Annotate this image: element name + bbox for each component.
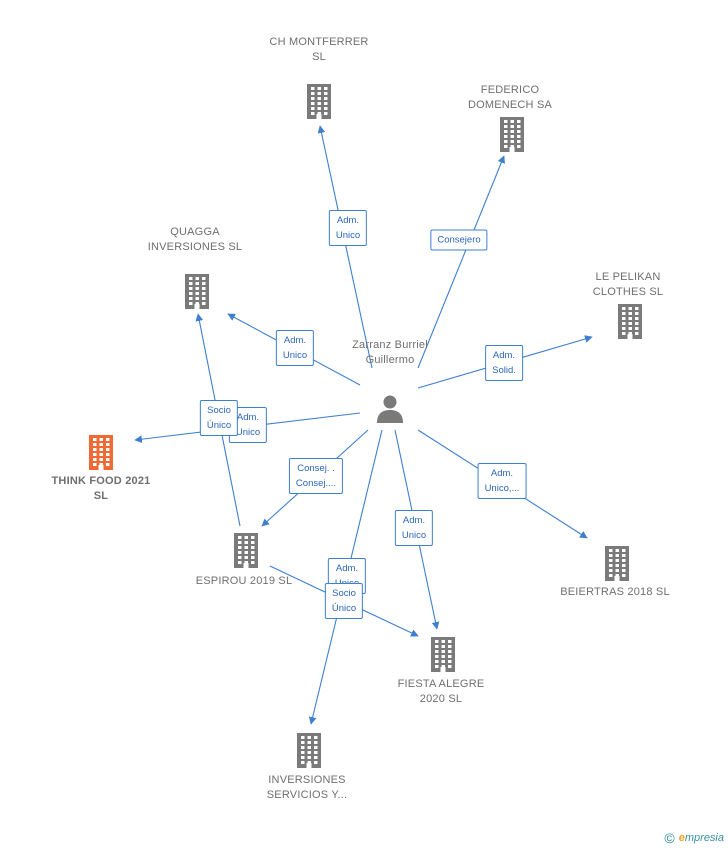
building-icon[interactable] xyxy=(86,434,116,470)
edge-label-line: Consej.... xyxy=(295,478,337,489)
edge-label-line: Único xyxy=(331,603,357,614)
edge-label-line: Adm. xyxy=(402,515,426,526)
building-icon[interactable] xyxy=(304,83,334,119)
brand-initial: e xyxy=(678,832,685,844)
edge-label-line: Adm. xyxy=(236,412,260,423)
edge-center-ch xyxy=(317,125,373,369)
edge-label-line: Socio xyxy=(332,588,356,599)
edge-label-line: Consejero xyxy=(437,234,481,246)
edge-label-line: Adm. xyxy=(283,335,307,346)
company-label-beiertras[interactable]: BEIERTRAS 2018 SL xyxy=(560,586,670,598)
building-icon[interactable] xyxy=(615,303,645,339)
footer-brand[interactable]: © empresia xyxy=(664,830,724,846)
building-icon[interactable] xyxy=(497,116,527,152)
edge-label-center-ch[interactable]: Adm. Unico xyxy=(328,210,368,246)
edge-label-line: Unico xyxy=(235,427,261,438)
edge-label-line: Adm. xyxy=(492,350,516,361)
edge-label-line: Socio xyxy=(207,405,231,416)
edge-center-fed xyxy=(417,155,505,369)
building-icon[interactable] xyxy=(428,636,458,672)
building-icon[interactable] xyxy=(602,545,632,581)
company-label-think[interactable]: THINK FOOD 2021 SL xyxy=(51,475,151,502)
copyright-icon: © xyxy=(664,830,675,846)
edge-label-center-fed[interactable]: Consejero xyxy=(430,229,488,251)
center-person-label[interactable]: Zarranz Burriel Guillermo xyxy=(352,339,428,366)
company-label-fiesta[interactable]: FIESTA ALEGRE 2020 SL xyxy=(397,678,485,705)
edge-label-line: Único xyxy=(206,420,232,431)
edge-label-center-beiertras[interactable]: Adm. Unico,... xyxy=(477,463,527,499)
edge-label-center-pelikan[interactable]: Adm. Solid. xyxy=(485,345,523,381)
company-label-fed[interactable]: FEDERICO DOMENECH SA xyxy=(467,84,553,111)
company-label-ch[interactable]: CH MONTFERRER SL xyxy=(269,36,369,63)
brand-name: mpresia xyxy=(684,832,724,844)
edge-label-line: Adm. xyxy=(336,215,360,226)
building-icon[interactable] xyxy=(294,732,324,768)
edge-label-line: Unico xyxy=(335,230,361,241)
company-label-inversiones[interactable]: INVERSIONES SERVICIOS Y... xyxy=(266,774,348,801)
company-label-espirou[interactable]: ESPIROU 2019 SL xyxy=(195,575,293,587)
edge-label-line: Unico xyxy=(282,350,308,361)
edge-label-center-espirou[interactable]: Consej. . Consej.... xyxy=(288,458,344,494)
edge-label-line: Solid. xyxy=(492,365,516,376)
edge-label-center-quagga[interactable]: Adm. Unico xyxy=(275,330,315,366)
edge-label-line: Unico xyxy=(401,530,427,541)
company-label-quagga[interactable]: QUAGGA INVERSIONES SL xyxy=(147,226,243,253)
person-icon[interactable] xyxy=(374,392,406,424)
building-icon[interactable] xyxy=(182,273,212,309)
edge-label-line: Consej. . xyxy=(297,463,335,474)
edge-label-center-fiesta[interactable]: Adm. Unico xyxy=(394,510,434,546)
edge-label-line: Adm. xyxy=(335,563,359,574)
edge-label-line: Unico,... xyxy=(484,483,520,494)
building-icon[interactable] xyxy=(231,532,261,568)
edge-label-line: Adm. xyxy=(490,468,514,479)
company-label-pelikan[interactable]: LE PELIKAN CLOTHES SL xyxy=(592,271,664,298)
